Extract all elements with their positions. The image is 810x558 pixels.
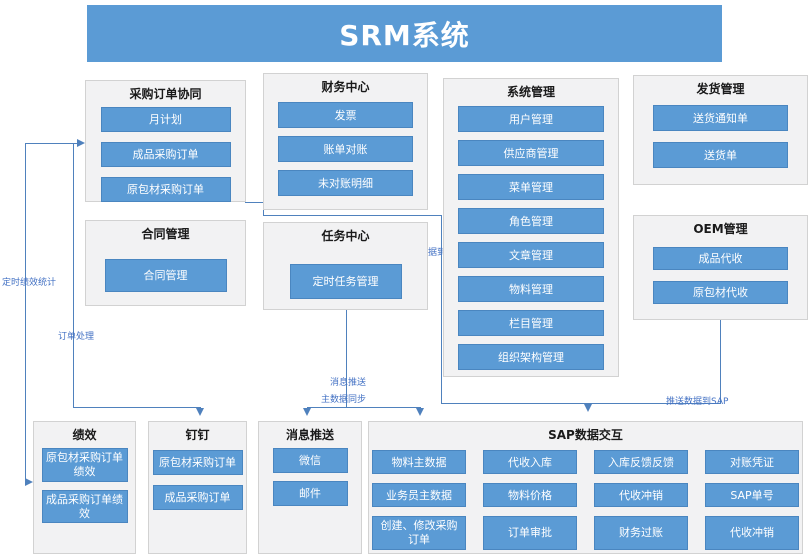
diagram-node: 送货通知单: [653, 105, 788, 132]
arrow-down-icon: [584, 404, 592, 412]
connector-label-scheduled-performance-stats: 定时绩效统计: [2, 278, 57, 288]
diagram-node: 代收冲销: [594, 483, 688, 508]
arrow-down-icon: [416, 408, 424, 416]
diagram-node: 邮件: [272, 481, 348, 507]
group-title: 钉钉: [185, 428, 210, 442]
group-title: 采购订单协同: [129, 87, 202, 101]
group-title: 消息推送: [285, 428, 334, 442]
diagram-node: 成品采购订单绩效: [41, 489, 128, 524]
group-performance: 绩效原包材采购订单绩效成品采购订单绩效: [33, 421, 136, 554]
diagram-node: 菜单管理: [458, 174, 604, 201]
diagram-node: 原包材采购订单: [100, 177, 231, 203]
diagram-node: 业务员主数据: [372, 483, 466, 508]
connector-line: [263, 215, 442, 216]
group-title: 绩效: [72, 428, 97, 442]
diagram-node: 对账凭证: [705, 450, 799, 475]
diagram-node: 组织架构管理: [458, 344, 604, 371]
connector-line: [245, 202, 264, 203]
diagram-node: 代收冲销: [705, 516, 799, 550]
diagram-node: SAP单号: [705, 483, 799, 508]
group-contract-management: 合同管理合同管理: [85, 220, 246, 306]
group-sap-data-exchange: SAP数据交互物料主数据代收入库入库反馈反馈对账凭证业务员主数据物料价格代收冲销…: [368, 421, 803, 554]
group-title: 系统管理: [506, 85, 555, 99]
connector-label-master-data-sync: 主数据同步: [321, 395, 367, 405]
diagram-node: 原包材采购订单绩效: [41, 448, 128, 482]
diagram-node: 账单对账: [278, 136, 413, 163]
group-shipping-management: 发货管理送货通知单送货单: [633, 75, 808, 185]
diagram-node: 原包材代收: [653, 281, 788, 305]
connector-line: [307, 407, 421, 408]
group-title: OEM管理: [693, 222, 748, 236]
diagram-node: 发票: [278, 102, 413, 129]
connector-line: [25, 143, 78, 144]
connector-line: [441, 403, 721, 404]
group-title: SAP数据交互: [548, 428, 623, 442]
group-oem-management: OEM管理成品代收原包材代收: [633, 215, 808, 320]
group-title: 任务中心: [321, 229, 370, 243]
connector-line: [441, 215, 442, 404]
diagram-node: 合同管理: [104, 259, 227, 293]
group-message-push: 消息推送微信邮件: [258, 421, 362, 554]
group-title: 财务中心: [321, 80, 370, 94]
diagram-node: 定时任务管理: [289, 264, 402, 300]
diagram-node: 入库反馈反馈: [594, 450, 688, 475]
connector-label-order-processing: 订单处理: [58, 332, 95, 342]
group-purchase-order-collab: 采购订单协同月计划成品采购订单原包材采购订单: [85, 80, 246, 203]
connector-label-push-to-sap-mid: 推送数据到SAP: [401, 248, 464, 258]
diagram-node: 创建、修改采购订单: [372, 516, 466, 550]
diagram-node: 代收入库: [483, 450, 577, 475]
connector-line: [720, 320, 721, 404]
diagram-node: 订单审批: [483, 516, 577, 550]
diagram-node: 原包材采购订单: [152, 450, 243, 476]
diagram-node: 未对账明细: [278, 170, 413, 197]
group-finance-center: 财务中心发票账单对账未对账明细: [263, 73, 428, 210]
diagram-node: 成品采购订单: [100, 142, 231, 168]
diagram-node: 微信: [272, 448, 348, 474]
diagram-node: 月计划: [100, 107, 231, 133]
diagram-node: 送货单: [653, 142, 788, 169]
connector-line: [73, 143, 74, 408]
connector-label-push-to-sap-right: 推送数据到SAP: [666, 397, 729, 407]
diagram-node: 物料主数据: [372, 450, 466, 475]
connector-line: [25, 143, 26, 483]
arrow-right-icon: [77, 139, 85, 147]
arrow-down-icon: [303, 408, 311, 416]
diagram-node: 成品采购订单: [152, 485, 243, 511]
connector-label-message-push: 消息推送: [330, 378, 367, 388]
diagram-node: 用户管理: [458, 106, 604, 133]
connector-line: [73, 407, 201, 408]
group-task-center: 任务中心定时任务管理: [263, 222, 428, 310]
group-title: 合同管理: [141, 227, 190, 241]
diagram-node: 文章管理: [458, 242, 604, 269]
connector-line: [346, 310, 347, 408]
group-title: 发货管理: [696, 82, 745, 96]
group-system-management: 系统管理用户管理供应商管理菜单管理角色管理文章管理物料管理栏目管理组织架构管理: [443, 78, 619, 377]
diagram-node: 角色管理: [458, 208, 604, 235]
diagram-node: 财务过账: [594, 516, 688, 550]
diagram-node: 成品代收: [653, 247, 788, 271]
arrow-right-icon: [25, 478, 33, 486]
diagram-title: SRM系统: [87, 5, 722, 62]
diagram-node: 栏目管理: [458, 310, 604, 337]
diagram-node: 物料价格: [483, 483, 577, 508]
arrow-down-icon: [196, 408, 204, 416]
group-dingtalk: 钉钉原包材采购订单成品采购订单: [148, 421, 247, 554]
diagram-node: 物料管理: [458, 276, 604, 303]
diagram-node: 供应商管理: [458, 140, 604, 167]
